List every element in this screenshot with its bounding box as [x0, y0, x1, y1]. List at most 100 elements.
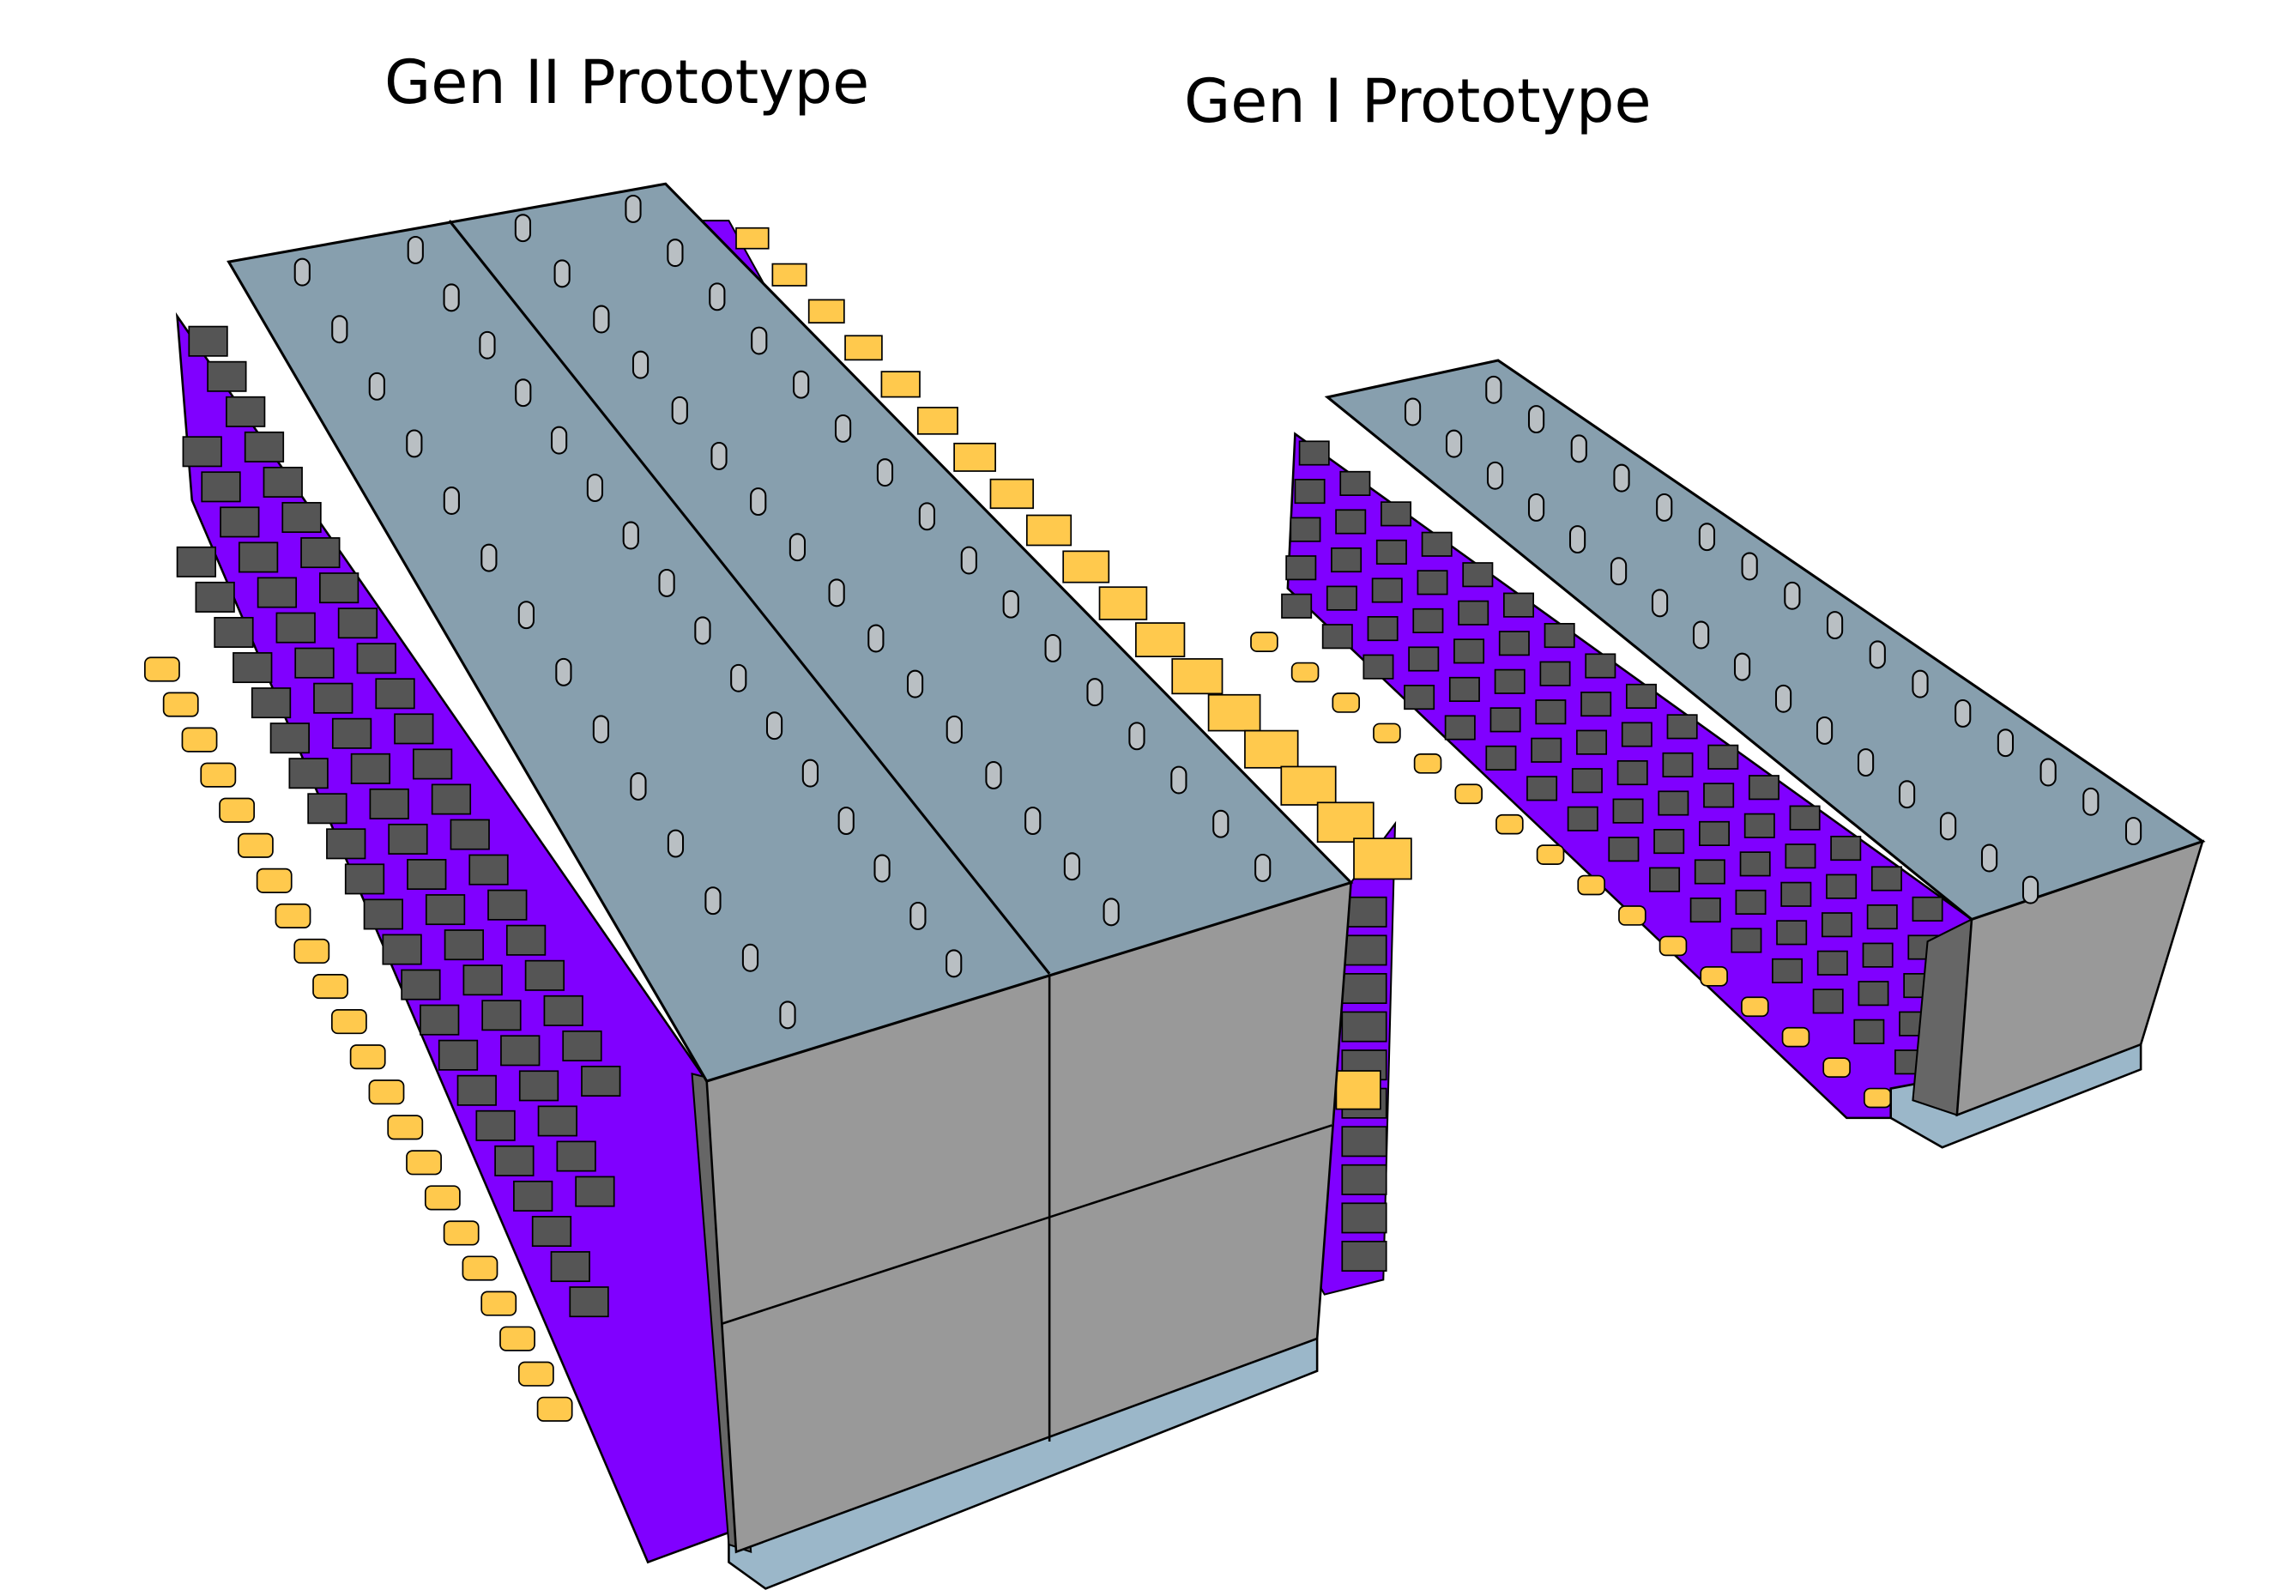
pin-icon: [480, 543, 498, 572]
pin-icon: [1816, 716, 1834, 745]
chip-icon: [318, 572, 360, 604]
chip-icon: [487, 889, 528, 921]
pin-icon: [2021, 875, 2039, 904]
sma-connector-icon: [181, 727, 218, 753]
chip-icon: [1830, 836, 1862, 861]
gen1-prototype-label: Gen I Prototype: [1184, 66, 1652, 136]
chip-icon: [1367, 616, 1399, 642]
chip-icon: [462, 964, 503, 996]
chip-icon: [1453, 638, 1485, 664]
gen2-plate-seam: [448, 220, 1051, 975]
chip-icon: [1375, 539, 1407, 565]
chip-icon: [569, 1286, 609, 1318]
pin-icon: [1212, 809, 1230, 838]
pin-icon: [779, 1001, 796, 1030]
chip-icon: [438, 1039, 479, 1071]
pin-icon: [1656, 493, 1673, 522]
pin-icon: [1570, 434, 1587, 463]
chip-icon: [444, 929, 484, 961]
sma-connector-icon: [536, 1396, 573, 1422]
chip-icon: [1689, 898, 1721, 923]
sma-connector-icon: [406, 1150, 442, 1176]
pin-icon: [625, 194, 642, 223]
pin-icon: [443, 283, 460, 312]
pin-icon: [834, 414, 852, 443]
pin-icon: [793, 370, 810, 399]
chip-icon: [269, 722, 310, 754]
sma-connector-icon: [1062, 550, 1110, 583]
sma-connector-icon: [1781, 1026, 1810, 1048]
chip-icon: [431, 783, 472, 815]
chip-icon: [1526, 776, 1558, 801]
pin-icon: [514, 214, 532, 243]
chip-icon: [363, 898, 403, 930]
sma-connector-icon: [517, 1361, 554, 1387]
chip-icon: [331, 717, 372, 749]
pin-icon: [331, 315, 348, 344]
pin-icon: [1086, 678, 1103, 707]
chip-icon: [537, 1105, 577, 1137]
pin-icon: [658, 568, 675, 597]
chip-icon: [1748, 775, 1779, 801]
pin-icon: [1698, 523, 1716, 552]
chip-icon: [505, 924, 547, 956]
gen1-prototype-model: [1250, 359, 2206, 1149]
pin-icon: [1980, 843, 1998, 873]
pin-icon: [1997, 728, 2015, 758]
chip-icon: [1576, 729, 1608, 755]
pin-icon: [1939, 812, 1957, 841]
chip-icon: [275, 612, 316, 644]
sma-connector-icon: [1098, 586, 1148, 620]
chip-icon: [1462, 562, 1494, 588]
chip-icon: [1743, 813, 1775, 838]
sma-connector-icon: [200, 762, 237, 788]
chip-icon: [1539, 661, 1571, 686]
pin-icon: [517, 601, 535, 630]
sma-connector-icon: [480, 1291, 517, 1316]
chip-icon: [1866, 904, 1898, 930]
sma-connector-icon: [1741, 996, 1769, 1018]
chip-icon: [531, 1216, 572, 1248]
chip-icon: [1612, 798, 1644, 824]
sma-connector-icon: [1822, 1057, 1851, 1078]
chip-icon: [562, 1030, 602, 1061]
chip-icon: [382, 934, 422, 965]
pin-icon: [750, 487, 767, 517]
chip-icon: [1870, 866, 1902, 892]
chip-icon: [1298, 440, 1330, 466]
chip-icon: [1862, 942, 1894, 968]
chip-icon: [1735, 889, 1767, 915]
chip-icon: [1621, 722, 1653, 747]
gen2-prototype-label: Gen II Prototype: [384, 47, 870, 118]
chip-icon: [1821, 912, 1852, 938]
pin-icon: [710, 441, 728, 470]
chip-icon: [369, 788, 409, 819]
sma-connector-icon: [1171, 658, 1224, 695]
pin-icon: [1486, 461, 1504, 490]
sma-connector-icon: [1495, 813, 1524, 835]
chip-icon: [1503, 592, 1534, 618]
sma-connector-icon: [219, 797, 256, 823]
chip-icon: [1326, 585, 1357, 611]
sma-connector-icon: [330, 1009, 367, 1035]
chip-icon: [518, 1070, 559, 1102]
pin-icon: [631, 350, 650, 379]
pin-icon: [555, 657, 572, 686]
sma-connector-icon: [1207, 693, 1261, 732]
chip-icon: [1816, 950, 1848, 976]
pin-icon: [1002, 589, 1019, 619]
chip-icon: [1785, 843, 1816, 869]
chip-icon: [176, 546, 216, 577]
sma-connector-icon: [499, 1326, 535, 1351]
pin-icon: [1826, 611, 1844, 640]
pin-icon: [406, 429, 423, 458]
sma-connector-icon: [293, 938, 330, 964]
sma-connector-icon: [880, 371, 921, 398]
pin-icon: [2082, 787, 2100, 816]
pin-icon: [1103, 898, 1120, 927]
chip-icon: [1789, 805, 1821, 831]
chip-icon: [550, 1251, 590, 1283]
chip-icon: [350, 753, 391, 784]
sma-connector-icon: [1332, 692, 1361, 713]
